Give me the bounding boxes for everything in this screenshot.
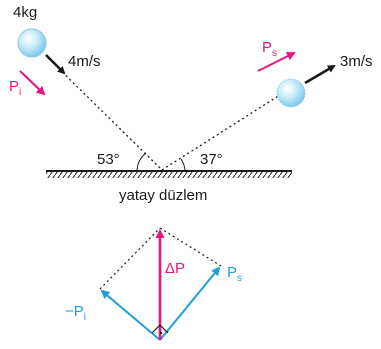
- mass-label: 4kg: [13, 4, 37, 21]
- ps-vector-label: Ps: [227, 264, 242, 284]
- velocity-arrow-right: [304, 64, 336, 85]
- pi-label: Pi: [9, 78, 21, 98]
- velocity-arrow-left: [45, 54, 66, 75]
- momentum-arrow-pi: [19, 70, 46, 96]
- angle-arc-right: [180, 158, 186, 172]
- right-angle-marker: [151, 324, 169, 334]
- surface-label: yatay düzlem: [119, 187, 207, 204]
- incoming-path: [47, 57, 163, 171]
- momentum-arrow-ps: [257, 52, 296, 72]
- outgoing-path: [161, 92, 284, 171]
- right-angle-dot: [159, 331, 163, 335]
- ps-label: Ps: [262, 39, 277, 59]
- dashed-side-right: [159, 227, 222, 267]
- dashed-side-left: [99, 227, 161, 290]
- vector-neg-pi: [100, 289, 161, 341]
- ground-surface: [46, 170, 292, 178]
- ball-left: [17, 28, 47, 58]
- vector-ps: [159, 266, 221, 341]
- ball-right: [276, 78, 306, 108]
- delta-p-label: ΔP: [165, 260, 185, 277]
- neg-pi-vector-label: −Pi: [65, 303, 86, 323]
- angle-label-right: 37°: [200, 151, 223, 168]
- angle-label-left: 53°: [97, 151, 120, 168]
- speed-label-right: 3m/s: [340, 53, 373, 70]
- speed-label-left: 4m/s: [68, 53, 101, 70]
- angle-arc-left: [136, 152, 147, 172]
- vector-diagram: [99, 227, 222, 341]
